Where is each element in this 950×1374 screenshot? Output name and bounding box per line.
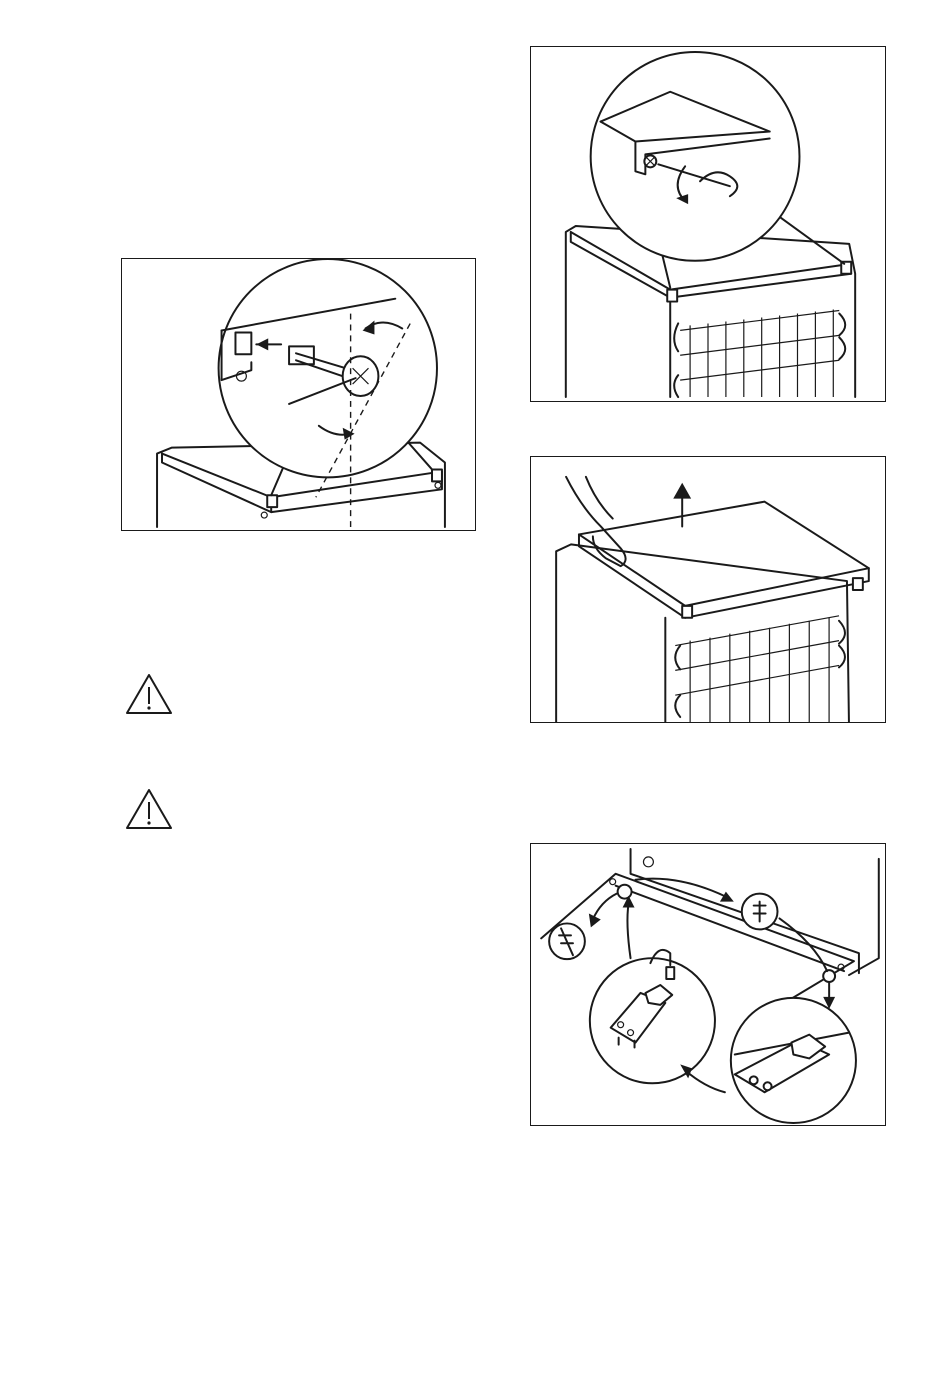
screwdriver-detail-icon bbox=[122, 259, 475, 530]
figure-hinge-relocation bbox=[530, 843, 886, 1126]
figure-lift-cover bbox=[530, 456, 886, 723]
screw-removal-icon bbox=[531, 47, 885, 401]
figure-cover-clip-release bbox=[121, 258, 476, 531]
hinge-relocation-icon bbox=[531, 844, 885, 1125]
figure-remove-screws bbox=[530, 46, 886, 402]
warning-triangle-icon bbox=[125, 788, 173, 830]
lift-top-cover-icon bbox=[531, 457, 885, 722]
warning-triangle-icon bbox=[125, 673, 173, 715]
